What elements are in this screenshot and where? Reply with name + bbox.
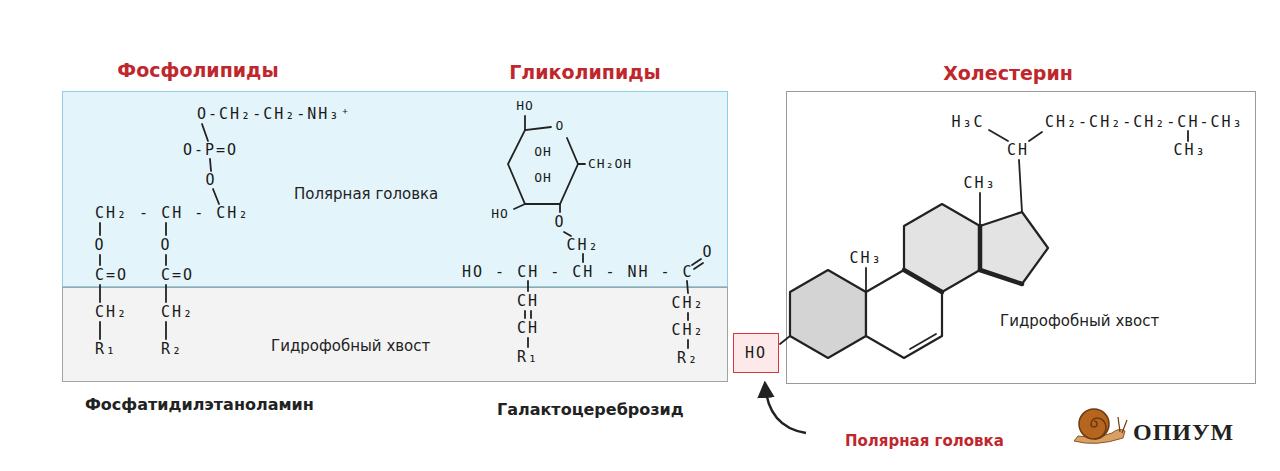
bond-line bbox=[210, 159, 211, 171]
bond-line bbox=[687, 340, 689, 348]
polar-head-band: Полярная головка bbox=[62, 91, 728, 287]
bond-line bbox=[1029, 132, 1042, 141]
bond-line bbox=[1019, 160, 1022, 212]
compound-name: Фосфатидилэтаноламин bbox=[85, 395, 314, 414]
snail-antenna bbox=[1118, 417, 1120, 432]
bond-line bbox=[99, 223, 101, 235]
bond-line bbox=[99, 285, 101, 302]
bond-line bbox=[687, 313, 689, 320]
bond-line bbox=[514, 204, 525, 209]
bond-line bbox=[524, 116, 526, 130]
formula-text: C=O bbox=[161, 266, 194, 284]
bond-line bbox=[165, 285, 167, 302]
formula-text: O bbox=[702, 243, 713, 261]
bond-line bbox=[1187, 131, 1189, 141]
panel-heading: Холестерин bbox=[943, 62, 1073, 85]
formula-text: O bbox=[554, 213, 565, 231]
formula-text: O bbox=[205, 171, 216, 189]
column-title: Гликолипиды bbox=[509, 61, 660, 84]
compound-name: Галактоцереброзид bbox=[497, 400, 684, 419]
bond-line bbox=[165, 255, 167, 265]
formula-text: OH bbox=[534, 170, 552, 186]
bond-line bbox=[165, 322, 167, 339]
snail-logo bbox=[1074, 409, 1127, 443]
formula-text: O-CH₂-CH₂-NH₃⁺ bbox=[197, 105, 351, 123]
cholesterol-panel: ХолестеринГидрофобный хвост bbox=[786, 91, 1256, 384]
formula-text: R₁ bbox=[517, 348, 539, 366]
pointer-arrow bbox=[765, 384, 806, 433]
bond-line bbox=[687, 281, 688, 293]
formula-text: CH₂ bbox=[671, 321, 704, 339]
bond-line bbox=[213, 189, 219, 204]
bond-line bbox=[989, 130, 1008, 141]
formula-text: R₂ bbox=[677, 349, 699, 367]
double-bond bbox=[694, 263, 703, 269]
region-label: HO bbox=[745, 344, 767, 362]
callout-label: Полярная головка bbox=[845, 432, 1004, 450]
formula-text: O bbox=[94, 236, 105, 254]
watermark: ОПИУМ bbox=[1133, 418, 1234, 447]
bond-line bbox=[99, 322, 101, 339]
formula-text: R₁ bbox=[95, 340, 117, 358]
formula-text: HO bbox=[516, 98, 534, 114]
formula-text: CH₃ bbox=[1173, 141, 1206, 159]
region-label: Полярная головка bbox=[294, 185, 438, 203]
formula-text: OH bbox=[534, 144, 552, 160]
formula-text: CH₃ bbox=[963, 174, 996, 192]
bond-line bbox=[99, 255, 101, 265]
formula-text: O-P=O bbox=[183, 141, 238, 159]
bond-line bbox=[527, 338, 529, 347]
formula-text: R₂ bbox=[161, 340, 183, 358]
formula-text: O bbox=[556, 118, 565, 134]
formula-text: C=O bbox=[95, 266, 128, 284]
formula-text: CH bbox=[517, 292, 539, 310]
formula-text: CH₂ bbox=[566, 236, 599, 254]
double-bond bbox=[530, 311, 532, 318]
bold-bond bbox=[980, 270, 1022, 284]
formula-text: HO - CH - CH - NH - C bbox=[462, 263, 694, 281]
steroid-ring bbox=[980, 212, 1048, 284]
formula-text: O bbox=[160, 236, 171, 254]
bold-bond bbox=[977, 226, 982, 270]
formula-text: HO bbox=[491, 206, 509, 222]
steroid-ring bbox=[866, 270, 942, 358]
glycolipid-bonds bbox=[508, 116, 703, 348]
shell-spiral bbox=[1091, 418, 1106, 439]
column-title: Фосфолипиды bbox=[117, 59, 278, 82]
formula-text: CH₃ bbox=[849, 249, 882, 267]
snail-antenna bbox=[1122, 420, 1127, 433]
bond-line bbox=[165, 223, 167, 235]
bond-line bbox=[564, 232, 571, 236]
formula-text: CH₂ bbox=[671, 294, 704, 312]
formula-text: CH₂ - CH - CH₂ bbox=[95, 204, 249, 222]
bold-bond bbox=[904, 270, 942, 292]
steroid-ring bbox=[790, 270, 866, 358]
bond-line bbox=[979, 193, 981, 226]
steroid-ring bbox=[904, 204, 980, 292]
bond-line bbox=[780, 336, 790, 344]
bond-line bbox=[559, 204, 561, 212]
bond-line bbox=[578, 163, 585, 165]
formula-text: H₃C bbox=[951, 113, 984, 131]
formula-text: CH₂ bbox=[95, 303, 128, 321]
formula-text: CH bbox=[517, 319, 539, 337]
sugar-ring bbox=[508, 127, 578, 204]
double-bond bbox=[524, 311, 526, 318]
bond-line bbox=[527, 281, 529, 291]
formula-text: CH bbox=[1007, 141, 1029, 159]
bond-line bbox=[582, 254, 584, 262]
formula-text: CH₂-CH₂-CH₂-CH-CH₃ bbox=[1045, 113, 1244, 131]
hydrophobic-tail-band: Гидрофобный хвост bbox=[62, 287, 728, 382]
hydroxyl-box: HO bbox=[733, 333, 779, 373]
double-bond bbox=[910, 334, 936, 349]
region-label: Гидрофобный хвост bbox=[1000, 312, 1159, 330]
bond-line bbox=[202, 124, 208, 141]
region-label: Гидрофобный хвост bbox=[271, 337, 430, 355]
snail-shell bbox=[1079, 409, 1109, 439]
bond-line bbox=[865, 268, 867, 292]
formula-text: CH₂ bbox=[161, 303, 194, 321]
formula-text: CH₂OH bbox=[588, 156, 632, 172]
